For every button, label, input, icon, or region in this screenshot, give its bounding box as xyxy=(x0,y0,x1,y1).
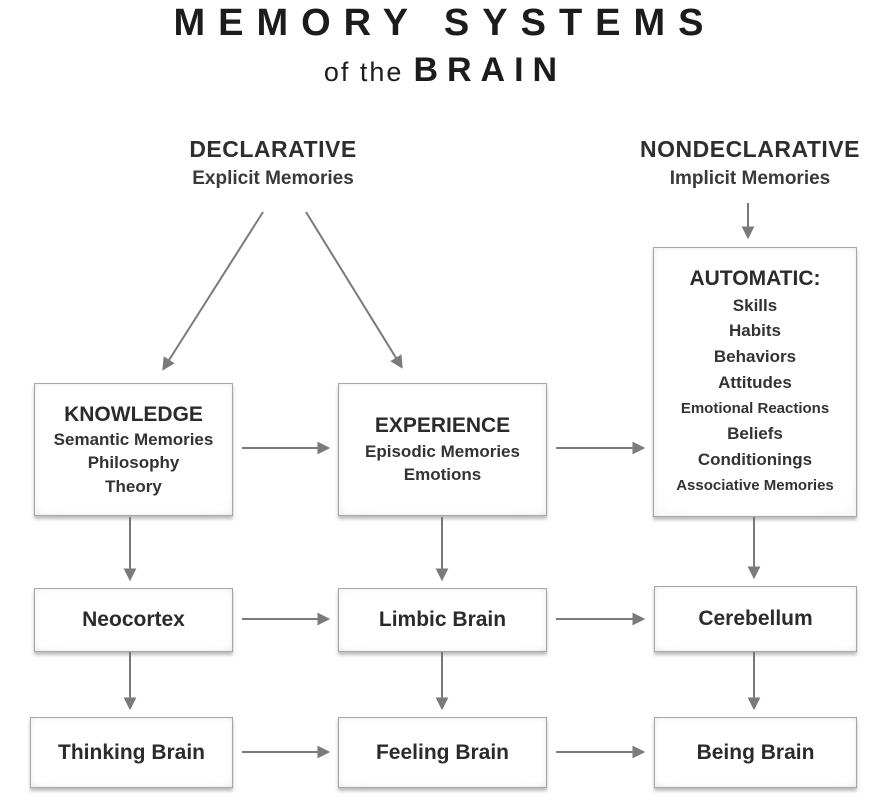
automatic-line: Habits xyxy=(729,321,781,341)
feeling-brain-title: Feeling Brain xyxy=(375,740,510,764)
declarative-sublabel: Explicit Memories xyxy=(192,168,354,189)
automatic-line: Behaviors xyxy=(713,347,797,367)
limbic-brain-title: Limbic Brain xyxy=(378,608,507,632)
nondeclarative-label: NONDECLARATIVE xyxy=(640,136,860,162)
title-line-1: MEMORY SYSTEMS xyxy=(173,2,717,44)
neocortex-title: Neocortex xyxy=(82,608,185,632)
knowledge-box: KNOWLEDGE Semantic Memories Philosophy T… xyxy=(34,383,233,516)
experience-line: Episodic Memories xyxy=(365,441,520,461)
automatic-line: Attitudes xyxy=(718,373,792,393)
automatic-box: AUTOMATIC: Skills Habits Behaviors Attit… xyxy=(653,247,857,517)
title-line-2: of the BRAIN xyxy=(0,51,890,90)
automatic-line: Skills xyxy=(732,295,778,315)
thinking-brain-box: Thinking Brain xyxy=(30,717,233,788)
knowledge-line: Theory xyxy=(105,476,162,496)
cerebellum-box: Cerebellum xyxy=(654,586,857,652)
diagram-title: MEMORY SYSTEMS of the BRAIN xyxy=(0,2,890,90)
knowledge-line: Semantic Memories xyxy=(53,429,214,449)
experience-title: EXPERIENCE xyxy=(374,414,511,438)
experience-line: Emotions xyxy=(403,465,482,485)
being-brain-title: Being Brain xyxy=(696,740,815,764)
neocortex-box: Neocortex xyxy=(34,588,233,652)
automatic-line: Conditionings xyxy=(697,450,813,470)
knowledge-line: Philosophy xyxy=(87,453,180,473)
nondeclarative-heading: NONDECLARATIVE Implicit Memories xyxy=(624,136,876,190)
knowledge-title: KNOWLEDGE xyxy=(64,402,203,426)
automatic-line: Beliefs xyxy=(727,424,783,444)
experience-box: EXPERIENCE Episodic Memories Emotions xyxy=(338,383,547,516)
nondeclarative-sublabel: Implicit Memories xyxy=(669,168,831,189)
limbic-brain-box: Limbic Brain xyxy=(338,588,547,652)
declarative-heading: DECLARATIVE Explicit Memories xyxy=(148,136,398,190)
automatic-line: Emotional Reactions xyxy=(680,399,830,417)
title-brain: BRAIN xyxy=(413,51,567,89)
automatic-line: Associative Memories xyxy=(676,477,834,495)
automatic-title: AUTOMATIC: xyxy=(689,267,821,291)
declarative-label: DECLARATIVE xyxy=(189,136,357,162)
thinking-brain-title: Thinking Brain xyxy=(58,740,205,764)
being-brain-box: Being Brain xyxy=(654,717,857,788)
feeling-brain-box: Feeling Brain xyxy=(338,717,547,788)
title-of-the: of the xyxy=(323,57,404,87)
cerebellum-title: Cerebellum xyxy=(698,607,813,631)
